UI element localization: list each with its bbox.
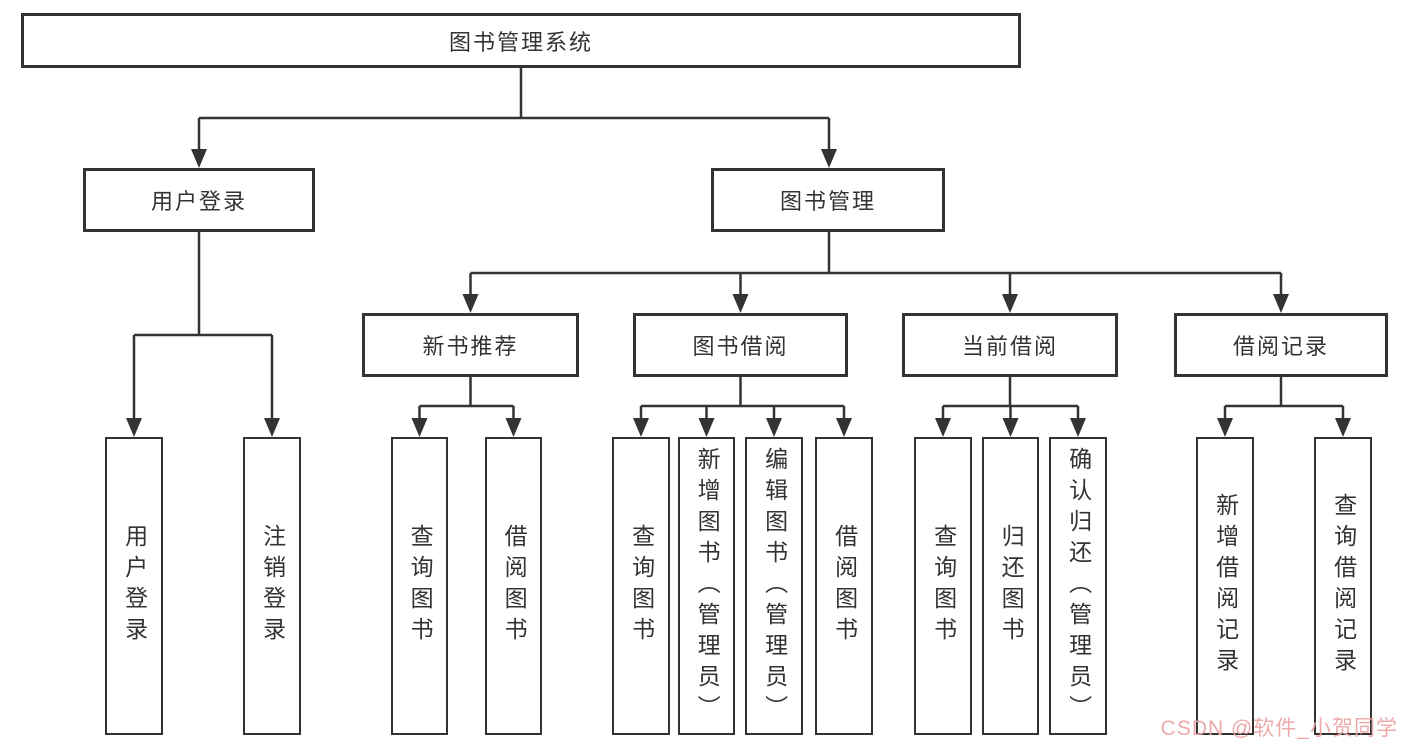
leaf-confirm-return-admin: 确认归还（管理员） <box>1049 437 1107 735</box>
leaf-label: 查询借阅记录 <box>1330 493 1357 679</box>
leaf-borrow-books-borrow: 借阅图书 <box>815 437 873 735</box>
leaf-label: 用户登录 <box>121 524 148 648</box>
node-book-borrow: 图书借阅 <box>633 313 848 377</box>
leaf-label: 查询图书 <box>628 524 655 648</box>
leaf-add-books-admin: 新增图书（管理员） <box>678 437 735 735</box>
node-current-borrow: 当前借阅 <box>902 313 1118 377</box>
leaf-edit-books-admin: 编辑图书（管理员） <box>745 437 803 735</box>
leaf-query-books-recommend: 查询图书 <box>391 437 448 735</box>
leaf-label: 注销登录 <box>259 524 286 648</box>
leaf-logout-login: 注销登录 <box>243 437 301 735</box>
leaf-label: 查询图书 <box>407 524 434 648</box>
node-new-book-recommend: 新书推荐 <box>362 313 579 377</box>
leaf-label: 借阅图书 <box>501 524 528 648</box>
node-borrow-records: 借阅记录 <box>1174 313 1388 377</box>
leaf-query-books-borrow: 查询图书 <box>612 437 670 735</box>
leaf-label: 确认归还（管理员） <box>1065 446 1092 726</box>
leaf-label: 新增借阅记录 <box>1212 493 1239 679</box>
leaf-label: 编辑图书（管理员） <box>761 446 788 726</box>
leaf-label: 查询图书 <box>930 524 957 648</box>
node-user-login: 用户登录 <box>83 168 315 232</box>
leaf-return-books: 归还图书 <box>982 437 1039 735</box>
node-library-system: 图书管理系统 <box>21 13 1021 68</box>
leaf-query-books-current: 查询图书 <box>914 437 972 735</box>
node-book-management: 图书管理 <box>711 168 945 232</box>
leaf-borrow-books-recommend: 借阅图书 <box>485 437 542 735</box>
watermark-text: CSDN @软件_小贺同学 <box>1160 717 1398 740</box>
leaf-user-login: 用户登录 <box>105 437 163 735</box>
leaf-label: 借阅图书 <box>831 524 858 648</box>
leaf-add-borrow-record: 新增借阅记录 <box>1196 437 1254 735</box>
leaf-label: 新增图书（管理员） <box>694 446 721 726</box>
leaf-label: 归还图书 <box>998 524 1025 648</box>
leaf-query-borrow-record: 查询借阅记录 <box>1314 437 1372 735</box>
